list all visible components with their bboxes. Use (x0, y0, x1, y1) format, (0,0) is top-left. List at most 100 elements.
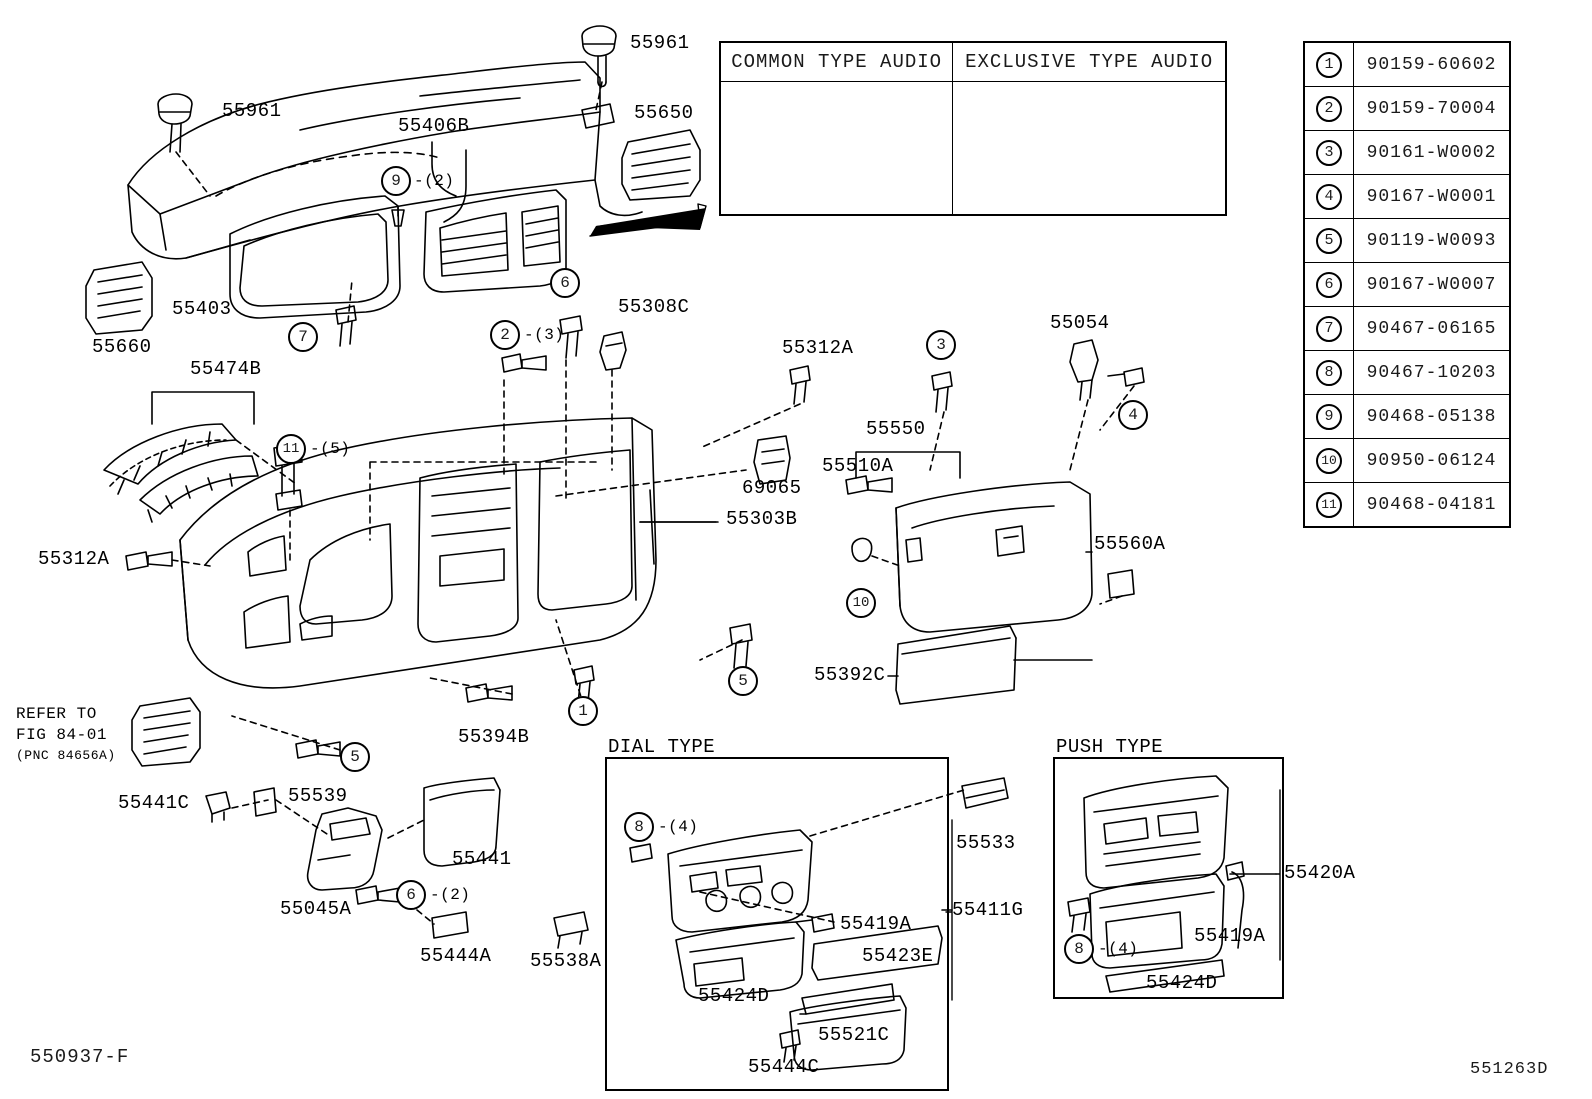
legend-code-10: 90950-06124 (1353, 438, 1511, 483)
audio-image-exclusive (952, 81, 1227, 216)
label-55533: 55533 (956, 832, 1016, 854)
legend-row: 5 90119-W0093 (1303, 218, 1511, 263)
label-55474B: 55474B (190, 358, 262, 380)
marker-5-low: 5 (340, 742, 370, 772)
diagram-footer-left: 550937-F (30, 1046, 130, 1068)
marker-6-low-qty: -(2) (430, 886, 471, 904)
legend-row: 6 90167-W0007 (1303, 262, 1511, 307)
label-55308C: 55308C (618, 296, 690, 318)
label-55312A-top: 55312A (782, 337, 854, 359)
legend-code-4: 90167-W0001 (1353, 174, 1511, 219)
label-55423E: 55423E (862, 945, 934, 967)
label-55420A: 55420A (1284, 862, 1356, 884)
marker-8-push-qty: -(4) (1098, 940, 1139, 958)
legend-code-5: 90119-W0093 (1353, 218, 1511, 263)
legend-index-3: 3 (1303, 130, 1354, 175)
label-55650: 55650 (634, 102, 694, 124)
audio-type-table: COMMON TYPE AUDIO EXCLUSIVE TYPE AUDIO (719, 41, 1227, 216)
label-55411G: 55411G (952, 899, 1024, 921)
marker-7: 7 (288, 322, 318, 352)
label-55312A-left: 55312A (38, 548, 110, 570)
legend-row: 2 90159-70004 (1303, 86, 1511, 131)
legend-row: 11 90468-04181 (1303, 482, 1511, 528)
legend-code-11: 90468-04181 (1353, 482, 1511, 528)
label-55406B: 55406B (398, 115, 470, 137)
legend-row: 1 90159-60602 (1303, 41, 1511, 87)
label-55424D-push: 55424D (1146, 972, 1218, 994)
marker-11: 11 (276, 434, 306, 464)
legend-index-8: 8 (1303, 350, 1354, 395)
label-55419A-push: 55419A (1194, 925, 1266, 947)
push-type-box (1053, 757, 1284, 999)
label-55550: 55550 (866, 418, 926, 440)
audio-header-exclusive: EXCLUSIVE TYPE AUDIO (952, 41, 1227, 82)
audio-image-common (719, 81, 954, 216)
legend-index-9: 9 (1303, 394, 1354, 439)
legend-row: 7 90467-06165 (1303, 306, 1511, 351)
label-55510A: 55510A (822, 455, 894, 477)
label-55303B: 55303B (726, 508, 798, 530)
label-refer-to-line1: REFER TO (16, 705, 97, 723)
marker-6-low: 6 (396, 880, 426, 910)
marker-8-push: 8 (1064, 934, 1094, 964)
marker-2: 2 (490, 320, 520, 350)
marker-9: 9 (381, 166, 411, 196)
marker-8-dial-qty: -(4) (658, 818, 699, 836)
label-refer-to-line3: (PNC 84656A) (16, 748, 116, 763)
marker-2-qty: -(3) (524, 326, 565, 344)
label-55538A: 55538A (530, 950, 602, 972)
legend-index-6: 6 (1303, 262, 1354, 307)
legend-code-6: 90167-W0007 (1353, 262, 1511, 307)
label-55539: 55539 (288, 785, 348, 807)
label-push-type: PUSH TYPE (1056, 736, 1164, 758)
legend-index-7: 7 (1303, 306, 1354, 351)
label-55444A: 55444A (420, 945, 492, 967)
marker-9-qty: -(2) (414, 172, 455, 190)
label-55961-left: 55961 (222, 100, 282, 122)
marker-4: 4 (1118, 400, 1148, 430)
legend-code-1: 90159-60602 (1353, 41, 1511, 87)
label-55403: 55403 (172, 298, 232, 320)
label-55054: 55054 (1050, 312, 1110, 334)
legend-index-11: 11 (1303, 482, 1354, 528)
label-55045A: 55045A (280, 898, 352, 920)
marker-5-mid: 5 (728, 666, 758, 696)
label-refer-to-line2: FIG 84-01 (16, 726, 107, 744)
legend-code-3: 90161-W0002 (1353, 130, 1511, 175)
label-55424D-dial: 55424D (698, 985, 770, 1007)
label-55560A: 55560A (1094, 533, 1166, 555)
legend-index-5: 5 (1303, 218, 1354, 263)
label-55444C: 55444C (748, 1056, 820, 1078)
label-55419A-dial: 55419A (840, 913, 912, 935)
dial-type-box (605, 757, 949, 1091)
legend-row: 3 90161-W0002 (1303, 130, 1511, 175)
marker-3: 3 (926, 330, 956, 360)
marker-10: 10 (846, 588, 876, 618)
diagram-footer-right: 551263D (1470, 1060, 1549, 1079)
label-dial-type: DIAL TYPE (608, 736, 716, 758)
parts-number-legend: 1 90159-60602 2 90159-70004 3 90161-W000… (1303, 41, 1511, 528)
label-55521C: 55521C (818, 1024, 890, 1046)
legend-index-2: 2 (1303, 86, 1354, 131)
label-55441: 55441 (452, 848, 512, 870)
label-55660: 55660 (92, 336, 152, 358)
legend-code-8: 90467-10203 (1353, 350, 1511, 395)
marker-8-dial: 8 (624, 812, 654, 842)
legend-row: 8 90467-10203 (1303, 350, 1511, 395)
legend-code-9: 90468-05138 (1353, 394, 1511, 439)
audio-header-common: COMMON TYPE AUDIO (719, 41, 954, 82)
legend-index-10: 10 (1303, 438, 1354, 483)
legend-row: 9 90468-05138 (1303, 394, 1511, 439)
legend-row: 4 90167-W0001 (1303, 174, 1511, 219)
legend-code-2: 90159-70004 (1353, 86, 1511, 131)
label-55392C: 55392C (814, 664, 886, 686)
marker-1: 1 (568, 696, 598, 726)
legend-code-7: 90467-06165 (1353, 306, 1511, 351)
label-55441C: 55441C (118, 792, 190, 814)
marker-11-qty: -(5) (310, 440, 351, 458)
label-55961-top: 55961 (630, 32, 690, 54)
legend-row: 10 90950-06124 (1303, 438, 1511, 483)
legend-index-4: 4 (1303, 174, 1354, 219)
label-55394B: 55394B (458, 726, 530, 748)
